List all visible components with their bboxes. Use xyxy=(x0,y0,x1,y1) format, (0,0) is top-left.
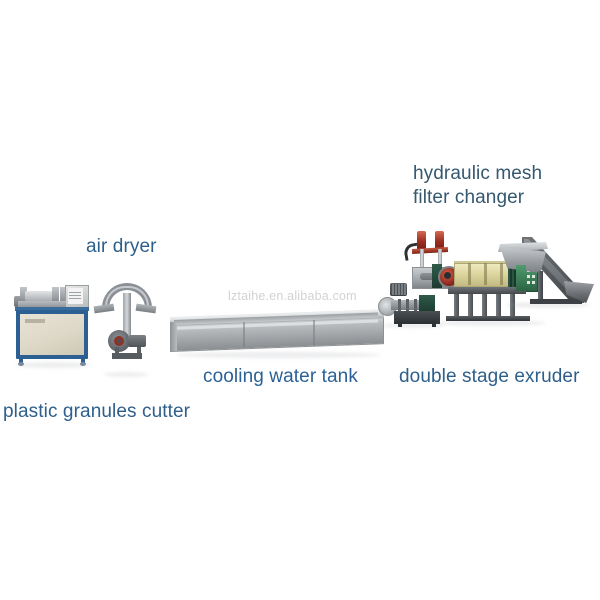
second-extruder-column-3 xyxy=(482,294,487,318)
air-dryer-blower-center xyxy=(117,339,121,343)
tank-end-cap xyxy=(170,321,177,351)
label-hydraulic-mesh-filter-changer: hydraulic mesh filter changer xyxy=(413,162,542,210)
second-extruder-base-beam xyxy=(446,316,530,321)
label-air-dryer: air dryer xyxy=(86,236,157,257)
hydraulic-screen-port xyxy=(420,273,442,280)
cutter-cabinet-top xyxy=(15,307,89,311)
second-extruder-drum-hub xyxy=(444,272,451,279)
cutter-roller xyxy=(25,291,55,301)
first-extruder-gearbox xyxy=(419,295,435,312)
cutter-control-line-3 xyxy=(69,298,81,299)
control-button-3 xyxy=(527,275,530,278)
control-button-5 xyxy=(527,281,530,284)
tank-seam-1 xyxy=(243,322,245,348)
machine-first-stage-extruder xyxy=(378,281,450,329)
air-dryer-shadow xyxy=(104,372,148,377)
air-dryer-base xyxy=(112,353,142,359)
machine-feed-hopper-conveyor xyxy=(498,237,596,317)
second-extruder-heater-band-2 xyxy=(484,263,487,285)
tank-seam-2 xyxy=(313,320,315,346)
second-extruder-platform xyxy=(448,287,526,294)
first-extruder-clamp-3 xyxy=(414,299,417,311)
second-extruder-column-1 xyxy=(454,294,459,318)
second-extruder-column-5 xyxy=(510,294,515,318)
air-dryer-leg-right xyxy=(137,347,141,355)
cutter-bed xyxy=(18,301,66,308)
second-extruder-column-2 xyxy=(468,294,473,318)
hydraulic-cylinder-2 xyxy=(435,231,444,251)
control-button-6 xyxy=(532,281,535,284)
machine-plastic-granules-cutter xyxy=(14,283,92,366)
second-extruder-column-4 xyxy=(496,294,501,318)
label-cooling-water-tank: cooling water tank xyxy=(203,366,358,387)
second-extruder-heater-band-3 xyxy=(500,263,503,285)
hopper-top-flange xyxy=(498,242,548,252)
conveyor-control-panel xyxy=(516,265,526,291)
machine-second-stage-extruder xyxy=(432,258,547,326)
first-extruder-shadow xyxy=(382,323,444,328)
cutter-nameplate xyxy=(25,319,45,323)
air-dryer-column xyxy=(123,293,131,335)
hydraulic-rod-2 xyxy=(438,249,442,269)
hydraulic-cylinder-1 xyxy=(417,231,426,251)
tank-shadow xyxy=(176,352,381,358)
first-extruder-frame xyxy=(394,311,440,324)
cutter-shadow xyxy=(16,362,90,368)
first-extruder-leg-right xyxy=(432,321,436,327)
machine-air-dryer xyxy=(93,283,157,365)
first-extruder-clamp-1 xyxy=(398,299,401,311)
label-hydraulic-line1: hydraulic mesh xyxy=(413,163,543,184)
hydraulic-crossbar xyxy=(411,247,449,254)
cutter-leg-right xyxy=(81,358,85,364)
air-dryer-motor xyxy=(128,335,146,347)
machine-cooling-water-tank xyxy=(170,309,390,355)
second-extruder-gear-housing xyxy=(432,264,442,288)
second-extruder-heater-band-1 xyxy=(468,263,471,285)
first-extruder-leg-left xyxy=(398,321,402,327)
cutter-stand-left xyxy=(20,287,27,303)
conveyor-support-post xyxy=(538,271,543,303)
cutter-control-line-2 xyxy=(69,295,81,296)
air-dryer-leg-left xyxy=(115,347,119,355)
cutter-caster-right xyxy=(80,362,86,366)
cutter-caster-left xyxy=(18,362,24,366)
watermark: lztaihe.en.alibaba.com xyxy=(228,289,357,303)
cutter-control-line-1 xyxy=(69,292,81,293)
second-extruder-barrel-top xyxy=(454,261,511,264)
first-extruder-motor-fins xyxy=(391,284,406,295)
hydraulic-rod-1 xyxy=(420,249,424,269)
label-plastic-granules-cutter: plastic granules cutter xyxy=(3,401,191,422)
first-extruder-clamp-2 xyxy=(406,299,409,311)
cutter-control-face xyxy=(68,288,83,304)
conveyor-shadow xyxy=(506,302,590,308)
control-button-4 xyxy=(532,275,535,278)
cutter-stand-mid xyxy=(52,287,59,303)
second-extruder-shadow xyxy=(436,320,546,326)
cutter-leg-left xyxy=(19,358,23,364)
cutter-stand-right xyxy=(60,287,67,303)
air-dryer-arm-left xyxy=(93,303,115,314)
label-hydraulic-line2: filter changer xyxy=(413,187,525,208)
label-double-stage-extruder: double stage exruder xyxy=(399,366,580,387)
air-dryer-arm-right xyxy=(135,303,157,314)
conveyor-base xyxy=(530,299,582,304)
